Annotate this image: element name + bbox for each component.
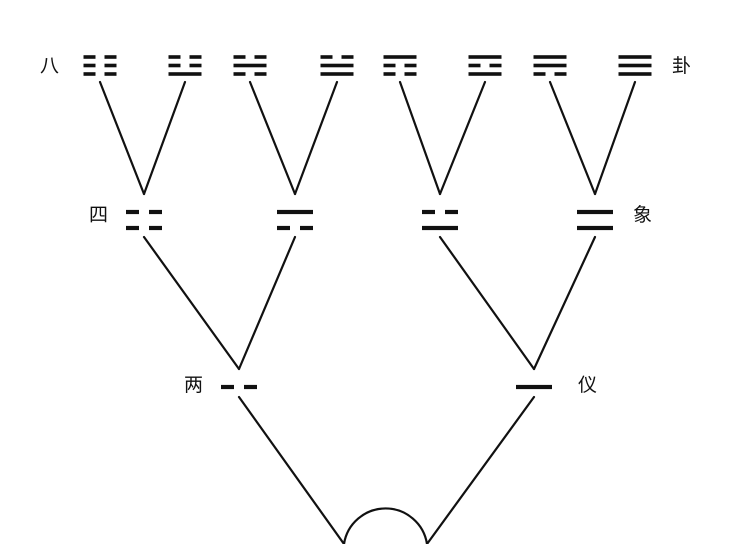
yang-line — [320, 63, 354, 68]
yin-line — [404, 72, 417, 76]
trigram — [468, 55, 502, 76]
label-yi: 仪 — [578, 374, 598, 396]
yang-line — [618, 72, 652, 76]
yin-line — [189, 63, 202, 68]
sixiang-branch-line — [438, 235, 536, 371]
yang-line — [468, 72, 502, 76]
yin-line — [533, 72, 546, 76]
sixiang-branch-line — [142, 235, 241, 371]
yin-line — [300, 225, 313, 231]
bagua-branch-line — [142, 80, 187, 196]
yin-line — [83, 63, 96, 68]
yang-line — [383, 55, 417, 59]
yin-line — [254, 72, 267, 76]
yin-line — [320, 55, 333, 59]
bagua-branch-line — [248, 80, 297, 196]
bagua-branch-line — [438, 80, 487, 196]
yang-line — [533, 63, 567, 68]
yin-line — [189, 55, 202, 59]
yang-line — [277, 209, 313, 215]
yang-line — [320, 72, 354, 76]
yin-line — [149, 209, 162, 215]
yang-line — [533, 55, 567, 59]
label-ba: 八 — [40, 55, 60, 77]
liangyi-branch-line — [237, 395, 346, 544]
trigram — [233, 55, 267, 76]
yin-line — [422, 209, 435, 215]
yin-line — [104, 55, 117, 59]
yin-line — [468, 63, 481, 68]
bagua-trigrams — [83, 55, 652, 76]
monogram — [221, 384, 257, 390]
yin-line — [244, 384, 257, 390]
label-gua: 卦 — [672, 55, 692, 77]
yin-line — [277, 225, 290, 231]
yang-line — [618, 63, 652, 68]
trigram — [83, 55, 117, 76]
bagua-branch-line — [293, 80, 339, 196]
trigram — [618, 55, 652, 76]
yin-line — [149, 225, 162, 231]
bagua-branch-line — [398, 80, 442, 196]
digram — [422, 209, 458, 231]
yang-line — [577, 209, 613, 215]
yin-line — [233, 72, 246, 76]
yin-line — [104, 63, 117, 68]
yin-line — [126, 225, 139, 231]
bagua-branch-line — [593, 80, 637, 196]
yang-line — [168, 72, 202, 76]
bagua-branch-line — [548, 80, 597, 196]
yin-line — [254, 55, 267, 59]
yin-line — [383, 63, 396, 68]
trigram — [168, 55, 202, 76]
yin-line — [554, 72, 567, 76]
yin-line — [233, 55, 246, 59]
yin-line — [104, 72, 117, 76]
label-xiang: 象 — [633, 204, 653, 226]
yang-line — [233, 63, 267, 68]
yang-line — [577, 225, 613, 231]
yang-line — [516, 384, 552, 390]
yang-line — [618, 55, 652, 59]
taiji-arc — [342, 507, 429, 544]
sixiang-branch-line — [532, 235, 597, 371]
yin-line — [404, 63, 417, 68]
yin-line — [83, 55, 96, 59]
yin-line — [83, 72, 96, 76]
yin-line — [221, 384, 234, 390]
label-si: 四 — [89, 204, 109, 226]
yin-line — [168, 55, 181, 59]
yin-line — [383, 72, 396, 76]
yang-line — [468, 55, 502, 59]
monogram — [516, 384, 552, 390]
yin-line — [341, 55, 354, 59]
yin-line — [445, 209, 458, 215]
label-liang: 两 — [184, 374, 204, 396]
bagua-branch-line — [98, 80, 146, 196]
sixiang-symbols — [126, 209, 613, 231]
trigram — [320, 55, 354, 76]
digram — [577, 209, 613, 231]
trigram — [533, 55, 567, 76]
digram — [277, 209, 313, 231]
sixiang-branch-line — [237, 235, 297, 371]
yang-line — [422, 225, 458, 231]
liangyi-branch-line — [425, 395, 536, 544]
digram — [126, 209, 162, 231]
yin-line — [489, 63, 502, 68]
branch-lines — [98, 80, 637, 544]
trigram — [383, 55, 417, 76]
yin-line — [168, 63, 181, 68]
liangyi-symbols — [221, 384, 552, 390]
yin-line — [126, 209, 139, 215]
taiji-circle — [342, 507, 429, 544]
